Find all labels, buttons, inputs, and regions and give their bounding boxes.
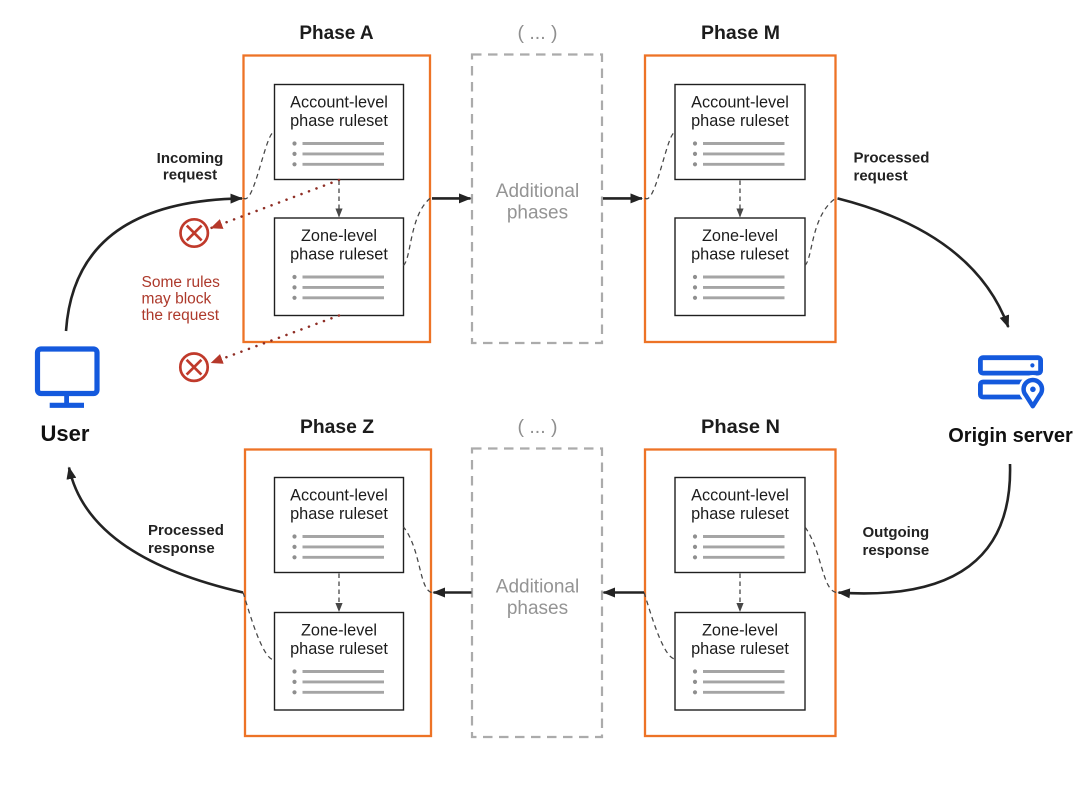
svg-text:Account-level: Account-level <box>691 487 789 505</box>
svg-text:phases: phases <box>507 598 568 619</box>
svg-text:phase ruleset: phase ruleset <box>290 505 388 523</box>
svg-text:Some rules: Some rules <box>142 274 221 291</box>
svg-text:request: request <box>163 167 217 184</box>
svg-text:User: User <box>41 421 90 446</box>
svg-text:response: response <box>148 540 215 557</box>
svg-text:response: response <box>863 542 930 559</box>
svg-text:Phase M: Phase M <box>701 23 780 44</box>
svg-text:Additional: Additional <box>496 577 579 598</box>
svg-text:Account-level: Account-level <box>290 487 388 505</box>
svg-text:Zone-level: Zone-level <box>301 227 377 245</box>
svg-text:Outgoing: Outgoing <box>863 524 930 541</box>
svg-text:Zone-level: Zone-level <box>301 622 377 640</box>
svg-text:Origin server: Origin server <box>948 425 1073 447</box>
svg-text:Account-level: Account-level <box>290 94 388 112</box>
svg-text:phase ruleset: phase ruleset <box>691 640 789 658</box>
svg-text:phase ruleset: phase ruleset <box>290 112 388 130</box>
svg-text:phases: phases <box>507 203 568 224</box>
svg-text:Phase N: Phase N <box>701 417 780 438</box>
svg-text:may block: may block <box>142 291 212 308</box>
svg-text:Zone-level: Zone-level <box>702 622 778 640</box>
svg-text:Processed: Processed <box>148 522 224 539</box>
svg-text:phase ruleset: phase ruleset <box>290 246 388 264</box>
svg-text:the request: the request <box>142 307 220 324</box>
svg-text:request: request <box>854 168 908 185</box>
svg-text:( ... ): ( ... ) <box>517 22 557 44</box>
svg-text:phase ruleset: phase ruleset <box>691 246 789 264</box>
svg-text:Additional: Additional <box>496 181 579 202</box>
svg-text:phase ruleset: phase ruleset <box>691 505 789 523</box>
svg-text:Phase A: Phase A <box>299 23 374 44</box>
svg-text:Processed: Processed <box>854 150 930 167</box>
svg-text:Phase Z: Phase Z <box>300 417 374 438</box>
svg-text:phase ruleset: phase ruleset <box>691 112 789 130</box>
svg-text:Zone-level: Zone-level <box>702 227 778 245</box>
svg-text:Incoming: Incoming <box>157 150 224 167</box>
svg-text:( ... ): ( ... ) <box>517 416 557 438</box>
svg-text:Account-level: Account-level <box>691 94 789 112</box>
svg-text:phase ruleset: phase ruleset <box>290 640 388 658</box>
